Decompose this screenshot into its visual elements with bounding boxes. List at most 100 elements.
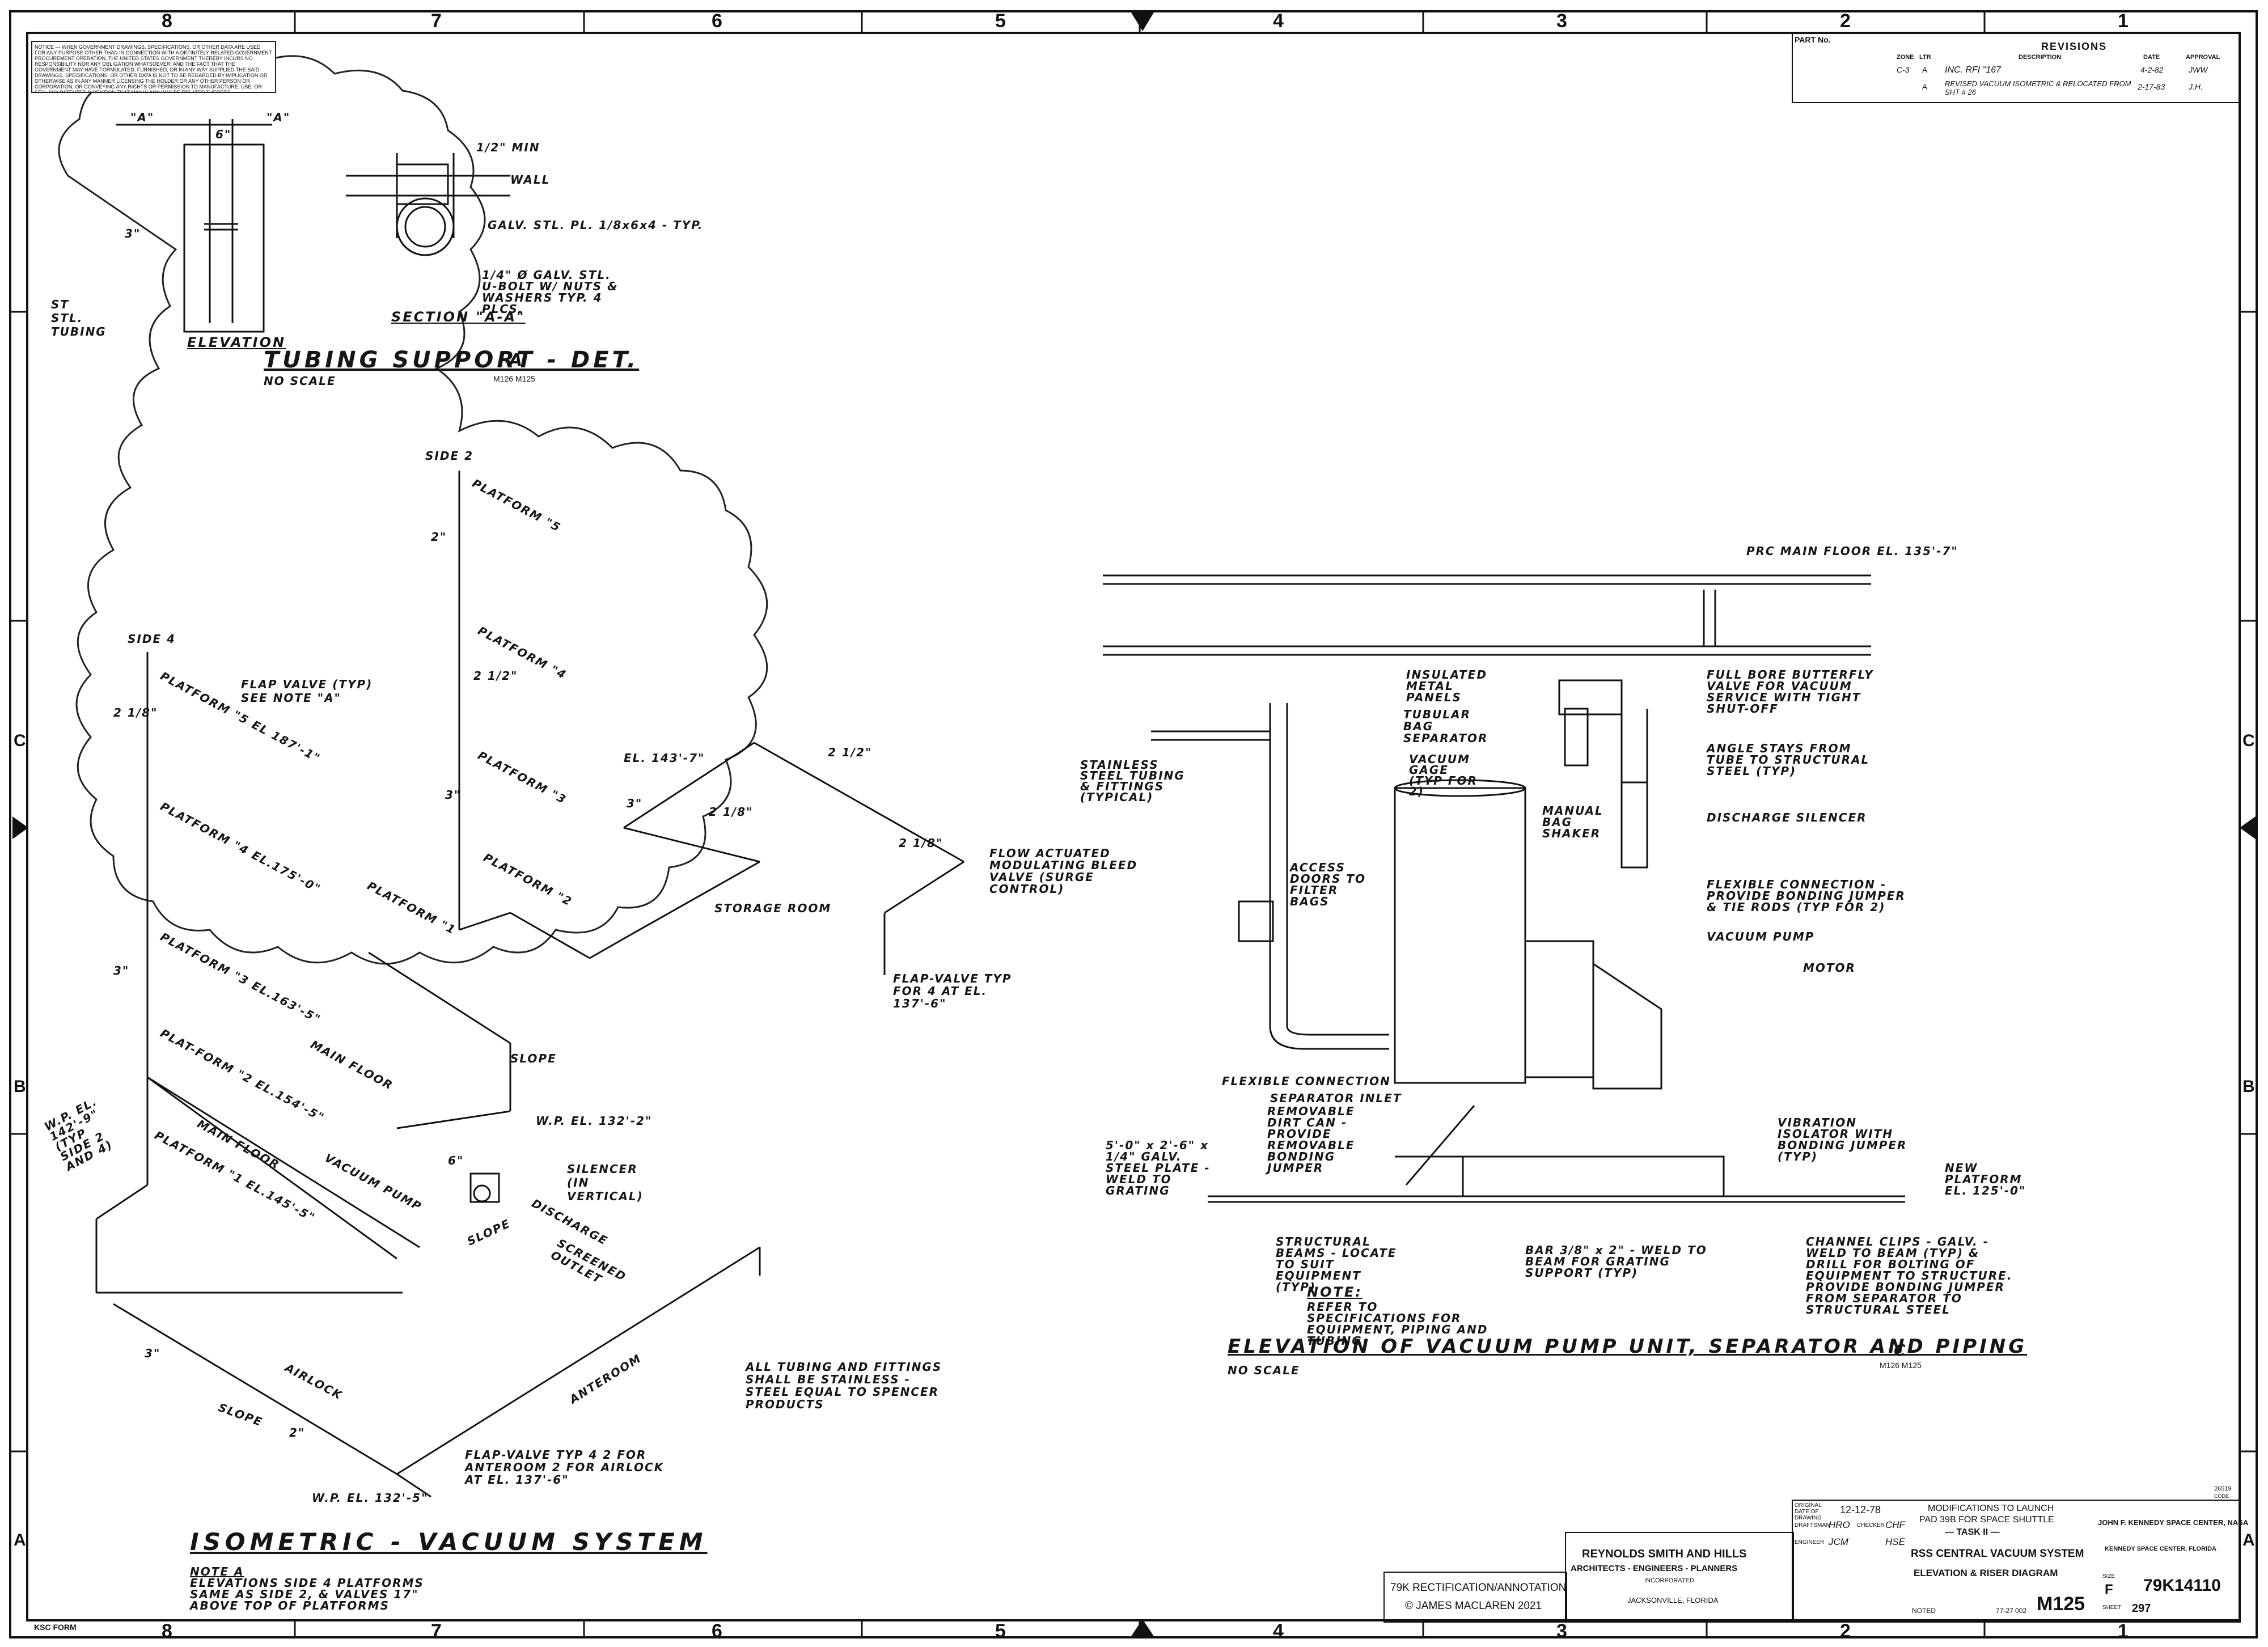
orig-date: 12-12-78 (1840, 1504, 1881, 1515)
elev-bar: BAR 3/8" x 2" - WELD TO BEAM FOR GRATING… (1525, 1243, 1707, 1280)
elev-removable-dirt: REMOVABLE DIRT CAN - PROVIDE REMOVABLE B… (1267, 1104, 1355, 1175)
sheet-id: M125 (2037, 1593, 2085, 1615)
zone-b-right: B (2242, 1077, 2255, 1096)
isometric-piping (95, 471, 964, 1498)
zone-7-top: 7 (431, 10, 442, 32)
elev-insulated: INSULATED METAL PANELS (1406, 668, 1488, 704)
detail-a-wall: WALL (510, 173, 551, 187)
center-mark-left (12, 816, 28, 839)
elev-ref-sheets: M126 M125 (1880, 1361, 1922, 1370)
elev-ref-letter: C (1894, 1341, 1907, 1360)
elev-prc-floor: PRC MAIN FLOOR EL. 135'-7" (1746, 544, 1958, 558)
rev-row-1-ltr: A (1922, 65, 1928, 74)
zone-2-top: 2 (1840, 10, 1851, 32)
detail-a-scale: NO SCALE (264, 374, 336, 388)
drawing-title-2: ELEVATION & RISER DIAGRAM (1914, 1568, 2058, 1578)
rev-col-ltr: LTR (1919, 54, 1931, 61)
firm-city: JACKSONVILLE, FLORIDA (1627, 1596, 1719, 1604)
elev-scale: NO SCALE (1228, 1364, 1300, 1377)
iso-dim-8: 2 1/8" (113, 706, 158, 719)
firm-incorporated: INCORPORATED (1644, 1577, 1694, 1584)
firm-disciplines: ARCHITECTS - ENGINEERS - PLANNERS (1571, 1564, 1738, 1573)
engineer-2: HSE (1885, 1536, 1905, 1547)
elev-stainless-tubing: STAINLESS STEEL TUBING & FITTINGS (TYPIC… (1080, 758, 1185, 804)
checker-label: CHECKER (1857, 1522, 1885, 1529)
zone-a-right: A (2242, 1531, 2255, 1549)
elev-access-doors: ACCESS DOORS TO FILTER BAGS (1290, 861, 1366, 908)
revision-cloud (58, 51, 768, 965)
iso-dim-2: 2 1/2" (473, 669, 518, 683)
elev-discharge-silencer: DISCHARGE SILENCER (1707, 811, 1867, 824)
zone-1-bottom: 1 (2118, 1620, 2129, 1642)
rev-row-2-date: 2-17-83 (2138, 82, 2165, 91)
annotation-line-1: 79K RECTIFICATION/ANNOTATION (1390, 1582, 1567, 1594)
iso-wp-132b: W.P. EL. 132'-5" (312, 1491, 429, 1505)
zone-c-left: C (14, 731, 26, 750)
inner-border (26, 32, 2241, 1621)
iso-slope-1: SLOPE (510, 1052, 557, 1065)
ksc-form-label: KSC FORM (34, 1623, 77, 1632)
detail-a-dim-6: 6" (215, 128, 232, 141)
elev-structural-beams: STRUCTURAL BEAMS - LOCATE TO SUIT EQUIPM… (1276, 1235, 1397, 1294)
drawing-info-box (1792, 1500, 2241, 1623)
scale-value: NOTED (1912, 1607, 1936, 1615)
rev-col-date: DATE (2143, 54, 2160, 61)
iso-dim-5: 2 1/8" (899, 836, 943, 850)
elev-angle-stays: ANGLE STAYS FROM TUBE TO STRUCTURAL STEE… (1707, 742, 1870, 778)
detail-a-ref-letter: A (509, 350, 524, 370)
rev-row-2-desc: REVISED VACUUM ISOMETRIC & RELOCATED FRO… (1945, 79, 2131, 96)
iso-dim-4: 2 1/8" (709, 805, 754, 819)
elev-note-title: NOTE: (1307, 1284, 1363, 1300)
iso-dim-11: 6" (448, 1154, 464, 1167)
engineer: JCM (1829, 1536, 1848, 1547)
zone-8-top: 8 (162, 10, 172, 32)
orig-date-label: ORIGINAL DATE OF DRAWING (1795, 1502, 1822, 1521)
detail-a-section-label: SECTION "A-A" (391, 309, 526, 325)
rev-row-1-approval: JWW (2189, 65, 2208, 74)
elevation-c-drawing (1103, 574, 1905, 1203)
zone-8-bottom: 8 (162, 1620, 172, 1642)
elev-butterfly: FULL BORE BUTTERFLY VALVE FOR VACUUM SER… (1707, 668, 1874, 715)
government-notice: NOTICE — WHEN GOVERNMENT DRAWINGS, SPECI… (31, 41, 276, 93)
zone-ticks (10, 11, 2257, 1637)
detail-a-drawing (116, 119, 510, 333)
elev-tubular-bag: TUBULAR BAG SEPARATOR (1403, 708, 1488, 745)
detail-a-dim-half-min: 1/2" MIN (476, 141, 540, 154)
detail-a-ubolt: 1/4" Ø GALV. STL. U-BOLT W/ NUTS & WASHE… (482, 268, 619, 316)
rev-col-zone: ZONE (1897, 54, 1914, 61)
elev-vacuum-gage: VACUUM GAGE (TYP FOR 2) (1409, 752, 1478, 798)
iso-all-tubing: ALL TUBING AND FITTINGS SHALL BE STAINLE… (746, 1360, 942, 1411)
code-label: CODE (2214, 1493, 2229, 1499)
iso-dim-1: 2" (431, 530, 447, 544)
iso-note-a-title: NOTE A (190, 1565, 244, 1578)
iso-note-a-line-3: ABOVE TOP OF PLATFORMS (190, 1599, 390, 1612)
rev-col-desc: DESCRIPTION (2019, 54, 2062, 61)
checker: CHF (1885, 1519, 1905, 1530)
annotation-box (1383, 1572, 1567, 1623)
iso-storage-room: STORAGE ROOM (714, 901, 832, 915)
code-ident: 26519 (2214, 1485, 2232, 1492)
iso-dim-3: 3" (445, 788, 462, 802)
date-code: 77-27 002 (1996, 1607, 2027, 1615)
iso-note-a-line-1: ELEVATIONS SIDE 4 PLATFORMS (190, 1576, 424, 1590)
elev-motor: MOTOR (1803, 961, 1856, 975)
iso-note-a-line-2: SAME AS SIDE 2, & VALVES 17" (190, 1587, 419, 1601)
zone-3-top: 3 (1556, 10, 1567, 32)
elev-note-text: REFER TO SPECIFICATIONS FOR EQUIPMENT, P… (1307, 1300, 1488, 1348)
engineer-label: ENGINEER (1795, 1539, 1825, 1546)
detail-a-title: TUBING SUPPORT - DET. (264, 347, 640, 373)
iso-silencer: SILENCER (IN VERTICAL) (567, 1162, 644, 1203)
project-line-3: — TASK II — (1945, 1527, 2000, 1537)
draftsman: HRO (1829, 1519, 1850, 1530)
zone-6-top: 6 (712, 10, 722, 32)
elev-separator-inlet: SEPARATOR INLET (1270, 1091, 1402, 1105)
detail-a-dim-3: 3" (125, 227, 141, 240)
iso-flow-valve: FLOW ACTUATED MODULATING BLEED VALVE (SU… (989, 846, 1138, 896)
zone-7-bottom: 7 (431, 1620, 442, 1642)
elev-manual-bag: MANUAL BAG SHAKER (1542, 804, 1603, 840)
drawing-title-1: RSS CENTRAL VACUUM SYSTEM (1911, 1548, 2084, 1560)
zone-b-left: B (14, 1077, 26, 1096)
rev-row-1-desc: INC. RFI "167 (1945, 65, 2002, 75)
rev-row-1-date: 4-2-82 (2140, 65, 2164, 74)
size-label: SIZE (2102, 1573, 2115, 1580)
